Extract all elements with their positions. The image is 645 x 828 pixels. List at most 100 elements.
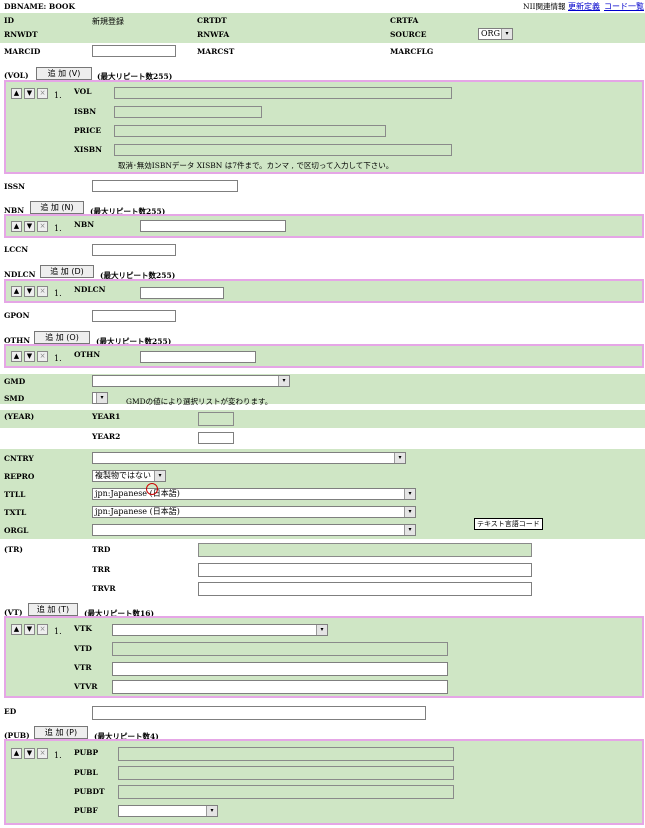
gmd-select[interactable]: ▾ [92, 375, 290, 387]
othn-index: 1. [54, 354, 62, 363]
marcst-label: MARCST [197, 47, 235, 56]
vtd-input[interactable] [112, 642, 448, 656]
othn-input[interactable] [140, 351, 256, 363]
vtr-input[interactable] [112, 662, 448, 676]
pubdt-input[interactable] [118, 785, 454, 799]
add-othn-button[interactable]: 追 加 (O) [34, 331, 90, 344]
move-down-icon[interactable]: ▼ [24, 88, 35, 99]
nbn-max-repeat: (最大リピート数255) [90, 207, 166, 216]
smd-note: GMDの値により選択リストが変わります。 [126, 397, 273, 406]
move-down-icon[interactable]: ▼ [24, 748, 35, 759]
move-down-icon[interactable]: ▼ [24, 221, 35, 232]
marcid-label: MARCID [4, 47, 41, 56]
vt-group-label: (VT) [4, 608, 23, 617]
repro-label: REPRO [4, 472, 35, 481]
chevron-down-icon: ▾ [404, 507, 415, 517]
pubf-select[interactable]: ▾ [118, 805, 218, 817]
vol-index: 1. [54, 91, 62, 100]
trr-label: TRR [92, 565, 111, 574]
ed-input[interactable] [92, 706, 426, 720]
isbn-input[interactable] [114, 106, 262, 118]
remove-icon[interactable]: × [37, 221, 48, 232]
move-up-icon[interactable]: ▲ [11, 624, 22, 635]
gpon-input[interactable] [92, 310, 176, 322]
add-ndlcn-button[interactable]: 追 加 (D) [40, 265, 94, 278]
move-down-icon[interactable]: ▼ [24, 624, 35, 635]
marcid-input[interactable] [92, 45, 176, 57]
lccn-label: LCCN [4, 245, 29, 254]
vol-input[interactable] [114, 87, 452, 99]
txtl-select[interactable]: jpn:Japanese (日本語) ▾ [92, 506, 416, 518]
add-vol-button[interactable]: 追 加 (V) [36, 67, 92, 80]
crtfa-label: CRTFA [390, 16, 419, 25]
source-label: SOURCE [390, 30, 427, 39]
nbn-field-label: NBN [74, 220, 95, 229]
publ-input[interactable] [118, 766, 454, 780]
othn-group-label: OTHN [4, 336, 31, 345]
update-definition-link[interactable]: 更新定義 [568, 2, 600, 11]
vtr-label: VTR [74, 663, 92, 672]
nii-info-text: NII関連情報 [523, 2, 566, 11]
chevron-down-icon: ▾ [154, 471, 165, 481]
dbname: DBNAME: BOOK [4, 2, 75, 11]
ed-label: ED [4, 707, 17, 716]
xisbn-input[interactable] [114, 144, 452, 156]
move-down-icon[interactable]: ▼ [24, 286, 35, 297]
add-vt-button[interactable]: 追 加 (T) [28, 603, 78, 616]
add-pub-button[interactable]: 追 加 (P) [34, 726, 88, 739]
vtk-select[interactable]: ▾ [112, 624, 328, 636]
nbn-input[interactable] [140, 220, 286, 232]
pubdt-label: PUBDT [74, 787, 105, 796]
move-up-icon[interactable]: ▲ [11, 351, 22, 362]
code-list-link[interactable]: コード一覧 [604, 2, 644, 11]
othn-repeat-box: ▲ ▼ × 1. OTHN [4, 344, 644, 368]
move-down-icon[interactable]: ▼ [24, 351, 35, 362]
xisbn-field-label: XISBN [74, 145, 102, 154]
gpon-label: GPON [4, 311, 30, 320]
ttll-select[interactable]: jpn:Japanese (日本語) ▾ [92, 488, 416, 500]
orgl-select[interactable]: ▾ [92, 524, 416, 536]
marcflg-label: MARCFLG [390, 47, 434, 56]
move-up-icon[interactable]: ▲ [11, 748, 22, 759]
rnwdt-label: RNWDT [4, 30, 38, 39]
ndlcn-group-label: NDLCN [4, 270, 36, 279]
source-select[interactable]: ORG ▾ [478, 28, 513, 40]
lccn-input[interactable] [92, 244, 176, 256]
smd-label: SMD [4, 394, 25, 403]
issn-input[interactable] [92, 180, 238, 192]
remove-icon[interactable]: × [37, 286, 48, 297]
nbn-group-label: NBN [4, 206, 25, 215]
pub-index: 1. [54, 751, 62, 760]
trvr-input[interactable] [198, 582, 532, 596]
txtl-tooltip: テキスト言語コード [474, 518, 543, 530]
trd-input[interactable] [198, 543, 532, 557]
move-up-icon[interactable]: ▲ [11, 88, 22, 99]
cntry-select[interactable]: ▾ [92, 452, 406, 464]
remove-icon[interactable]: × [37, 748, 48, 759]
repro-select[interactable]: 複製物ではない ▾ [92, 470, 166, 482]
remove-icon[interactable]: × [37, 624, 48, 635]
isbn-field-label: ISBN [74, 107, 97, 116]
move-up-icon[interactable]: ▲ [11, 221, 22, 232]
price-input[interactable] [114, 125, 386, 137]
ndlcn-input[interactable] [140, 287, 224, 299]
year1-input[interactable] [198, 412, 234, 426]
add-nbn-button[interactable]: 追 加 (N) [30, 201, 84, 214]
pubf-label: PUBF [74, 806, 98, 815]
trr-input[interactable] [198, 563, 532, 577]
txtl-value: jpn:Japanese (日本語) [95, 507, 180, 516]
tr-group-label: (TR) [4, 545, 23, 554]
vt-repeat-box: ▲ ▼ × 1. VTK ▾ VTD VTR VTVR [4, 616, 644, 698]
remove-icon[interactable]: × [37, 88, 48, 99]
smd-select[interactable]: ▾ [92, 392, 108, 404]
pubp-input[interactable] [118, 747, 454, 761]
top-fields-band [0, 13, 645, 43]
vtvr-input[interactable] [112, 680, 448, 694]
ttll-label: TTLL [4, 490, 26, 499]
remove-icon[interactable]: × [37, 351, 48, 362]
vol-repeat-box: ▲ ▼ × 1. VOL ISBN PRICE XISBN 取消･無効ISBNデ… [4, 80, 644, 174]
vol-field-label: VOL [74, 87, 92, 96]
move-up-icon[interactable]: ▲ [11, 286, 22, 297]
vt-index: 1. [54, 627, 62, 636]
year2-input[interactable] [198, 432, 234, 444]
